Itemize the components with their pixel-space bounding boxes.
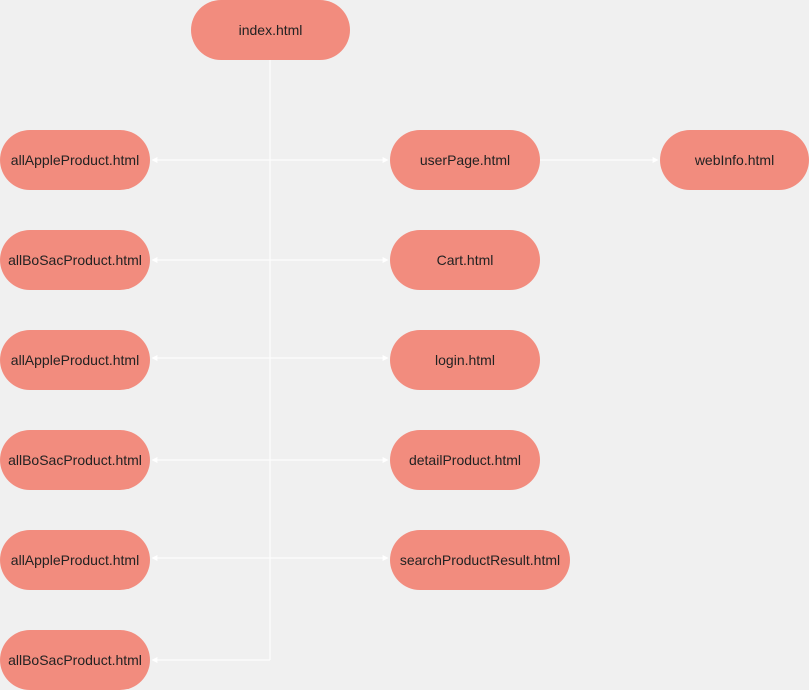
node-left-3: allAppleProduct.html [0,330,150,390]
node-label: allBoSacProduct.html [8,652,142,668]
node-right-2: Cart.html [390,230,540,290]
node-left-1: allAppleProduct.html [0,130,150,190]
node-left-6: allBoSacProduct.html [0,630,150,690]
node-label: searchProductResult.html [399,552,561,568]
node-left-2: allBoSacProduct.html [0,230,150,290]
node-right-1: userPage.html [390,130,540,190]
node-left-4: allBoSacProduct.html [0,430,150,490]
node-webinfo: webInfo.html [660,130,809,190]
node-right-5: searchProductResult.html [390,530,570,590]
node-label: allBoSacProduct.html [8,252,142,268]
node-label: allAppleProduct.html [10,352,140,368]
node-label: index.html [238,22,303,38]
node-label: Cart.html [436,252,494,268]
node-label: webInfo.html [694,152,775,168]
node-label: allAppleProduct.html [10,552,140,568]
node-right-3: login.html [390,330,540,390]
node-left-5: allAppleProduct.html [0,530,150,590]
node-label: allAppleProduct.html [10,152,140,168]
node-right-4: detailProduct.html [390,430,540,490]
node-label: allBoSacProduct.html [8,452,142,468]
node-label: userPage.html [419,152,511,168]
node-index: index.html [191,0,350,60]
node-label: login.html [435,352,495,368]
node-label: detailProduct.html [408,452,522,468]
